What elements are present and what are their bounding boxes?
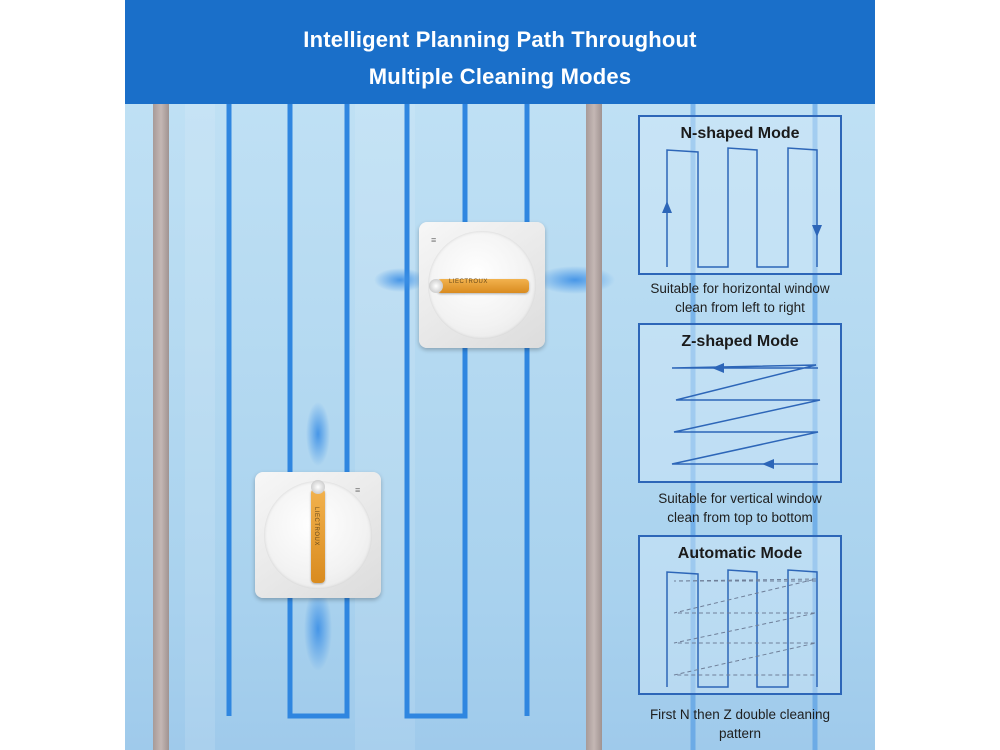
mode-title: Z-shaped Mode	[681, 333, 799, 350]
path-u-turn	[287, 104, 350, 719]
spray-mist	[374, 268, 426, 292]
window-frame-left	[153, 104, 169, 750]
path-u-turn	[404, 104, 468, 719]
automatic-mode-panel: Automatic Mode	[638, 535, 842, 695]
robot-handle	[311, 489, 325, 583]
cleaning-path-lines	[185, 104, 818, 750]
arrow-down-icon	[812, 225, 822, 237]
z-mode-caption: Suitable for vertical window clean from …	[620, 489, 860, 527]
caption-line: Suitable for vertical window	[658, 491, 822, 506]
z-shaped-path-diagram	[671, 363, 821, 469]
caption-line: First N then Z double cleaning	[649, 707, 831, 722]
robot-brand-label: LIECTROUX	[449, 279, 488, 285]
robot-brand-label: LIECTROUX	[313, 507, 319, 546]
vent-icon: ≡	[355, 485, 361, 495]
spray-mist	[304, 587, 332, 671]
arrow-up-icon	[662, 201, 672, 213]
mode-title: Automatic Mode	[677, 545, 803, 562]
window-robot-horizontal: LIECTROUX ≡	[419, 222, 545, 348]
spray-mist	[306, 402, 330, 466]
title-line-2: Multiple Cleaning Modes	[368, 64, 632, 89]
vent-icon: ≡	[431, 235, 437, 245]
caption-line: clean from left to right	[675, 300, 805, 315]
robot-handle	[437, 279, 529, 293]
robot-knob	[429, 279, 443, 293]
robot-knob	[311, 480, 325, 494]
header-banner: Intelligent Planning Path Throughout Mul…	[125, 0, 875, 104]
caption-line: pattern	[718, 726, 762, 741]
window-scene: LIECTROUX ≡ LIECTROUX ≡	[125, 104, 875, 750]
automatic-mode-caption: First N then Z double cleaning pattern	[620, 705, 860, 743]
promo-graphic: Intelligent Planning Path Throughout Mul…	[125, 0, 875, 750]
n-shaped-path-diagram	[662, 147, 822, 268]
n-shaped-mode-panel: N-shaped Mode	[638, 115, 842, 275]
window-frame-right	[586, 104, 602, 750]
arrow-left-icon	[712, 363, 724, 373]
mode-title: N-shaped Mode	[680, 125, 800, 142]
title-line-1: Intelligent Planning Path Throughout	[303, 27, 697, 52]
n-mode-caption: Suitable for horizontal window clean fro…	[620, 279, 860, 317]
arrow-left-icon	[762, 459, 774, 469]
window-robot-vertical: LIECTROUX ≡	[255, 472, 381, 598]
caption-line: clean from top to bottom	[667, 510, 813, 525]
spray-mist	[535, 266, 615, 294]
z-shaped-mode-panel: Z-shaped Mode	[638, 323, 842, 483]
automatic-path-diagram	[666, 569, 818, 688]
caption-line: Suitable for horizontal window	[650, 281, 830, 296]
